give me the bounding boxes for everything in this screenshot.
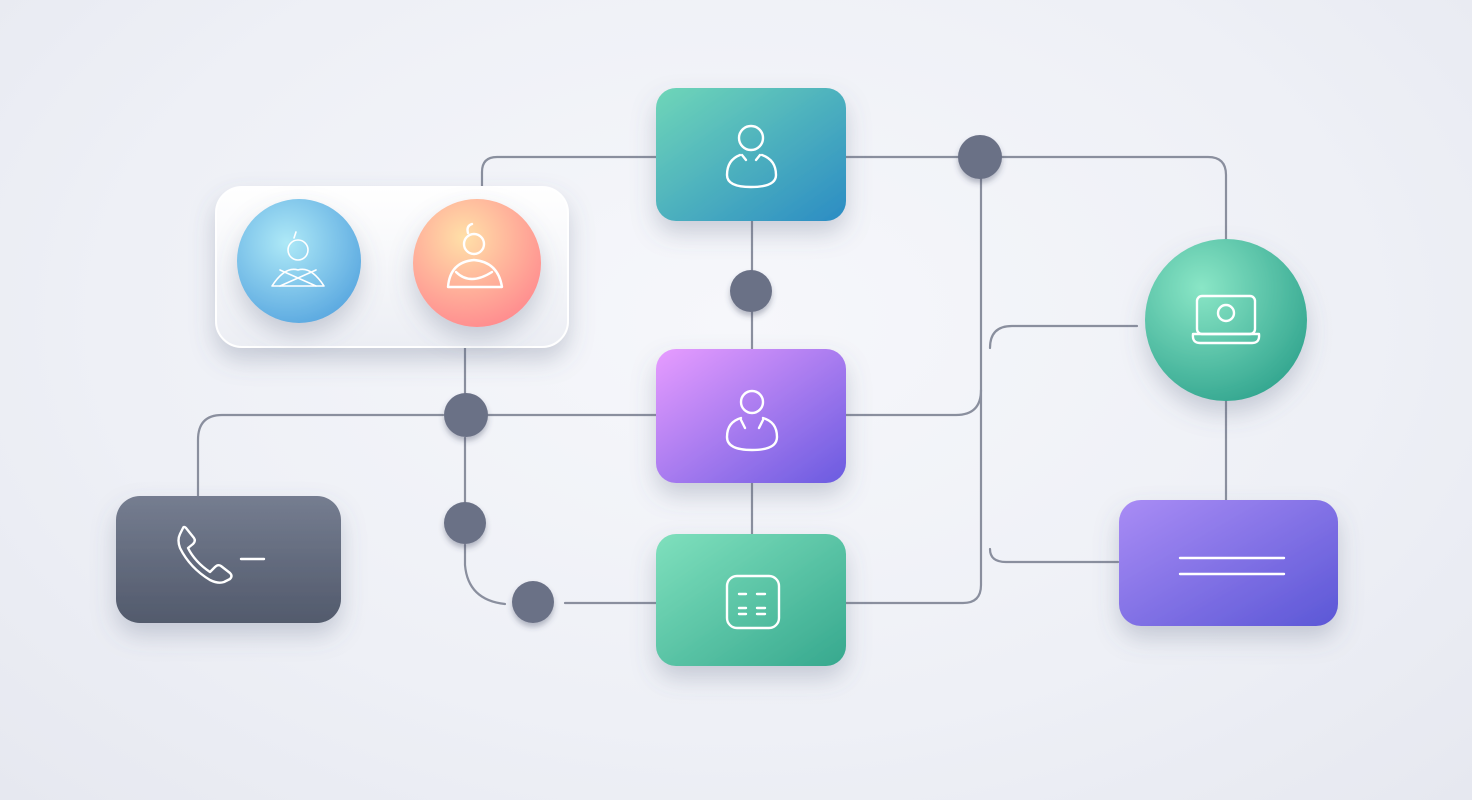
meditation-icon (446, 222, 504, 289)
connector-left-curve (463, 543, 507, 606)
junction-dot[interactable] (444, 393, 488, 437)
profile-pair-card[interactable] (215, 186, 569, 348)
chat-bottom-node[interactable] (656, 534, 846, 666)
connector-right-spine (844, 176, 983, 605)
junction-dot[interactable] (958, 135, 1002, 179)
connector-spine-to-user-middle (844, 388, 983, 417)
user-icon (725, 124, 778, 189)
junction-dot[interactable] (444, 502, 486, 544)
phone-card-node[interactable] (116, 496, 341, 623)
meditation-icon (271, 231, 325, 287)
meditation-coral-button[interactable] (413, 199, 541, 327)
chat-face-icon (725, 574, 781, 630)
phone-icon (177, 525, 266, 584)
connectors (196, 155, 1228, 606)
menu-card-node[interactable] (1119, 500, 1338, 626)
junction-dot[interactable] (730, 270, 772, 312)
connector-hook-lower (988, 547, 1120, 564)
lines-icon (1178, 556, 1286, 576)
connector-card-to-user-top (480, 155, 658, 188)
laptop-circle-node[interactable] (1145, 239, 1307, 401)
junction-dot[interactable] (512, 581, 554, 623)
connector-hook-upper (988, 324, 1139, 350)
user-icon (725, 389, 779, 452)
user-middle-node[interactable] (656, 349, 846, 483)
connector-junction-to-laptop (1000, 155, 1228, 242)
user-top-node[interactable] (656, 88, 846, 221)
laptop-icon (1191, 294, 1261, 345)
junctions (444, 135, 1002, 623)
meditation-blue-button[interactable] (237, 199, 361, 323)
connector-left-junction-to-phone (196, 413, 445, 499)
